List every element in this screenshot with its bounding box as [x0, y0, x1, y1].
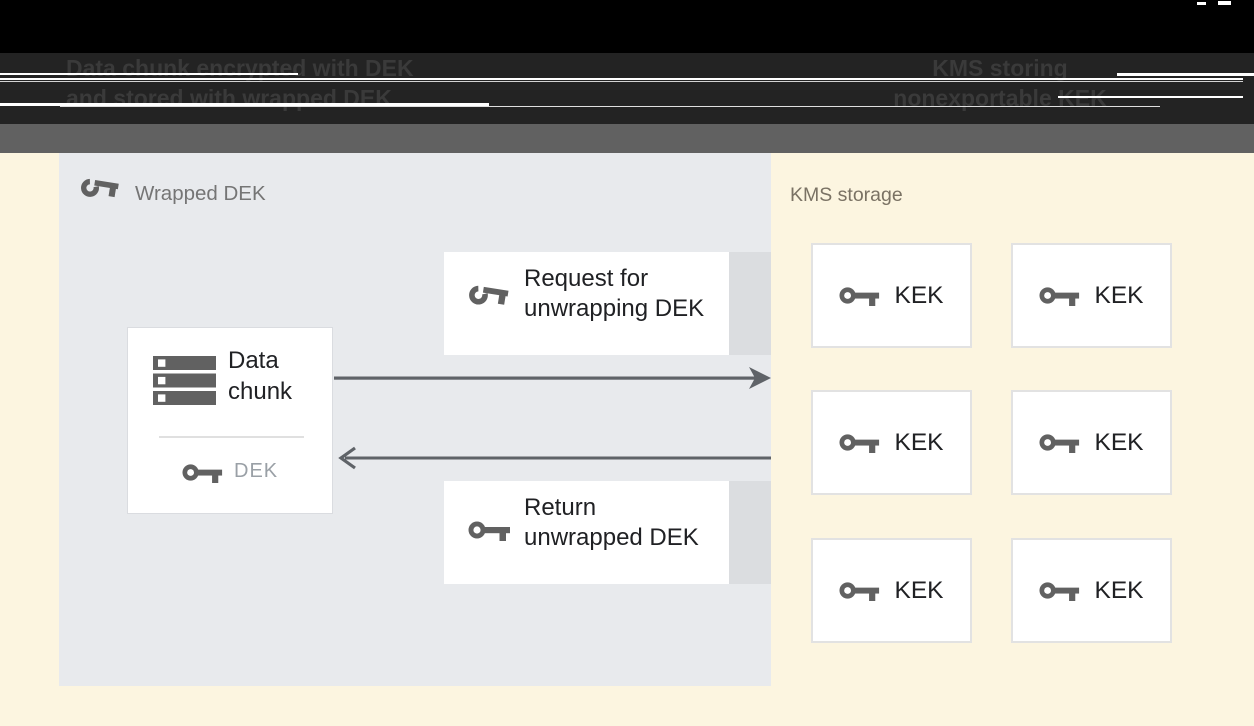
- key-icon: [1039, 434, 1080, 453]
- artifact-line: [60, 105, 1160, 107]
- data-chunk-title-line1: Data: [228, 347, 279, 374]
- caption-data-chunk: Data chunk encrypted with DEK and stored…: [66, 53, 414, 113]
- caption-data-chunk-line2: and stored with wrapped DEK: [66, 85, 392, 111]
- request-arrow: [334, 367, 771, 389]
- kek-box: KEK: [1011, 243, 1172, 348]
- kek-label: KEK: [1094, 576, 1144, 604]
- data-chunk-title: Data chunk: [228, 345, 292, 407]
- data-chunk-box: Data chunk DEK: [127, 327, 333, 514]
- artifact-line: [0, 72, 298, 75]
- key-icon: [1039, 582, 1080, 601]
- artifact-line: [1058, 96, 1243, 98]
- header-gray-band: [0, 124, 1254, 153]
- artifact-speck: [1197, 2, 1206, 5]
- kek-label: KEK: [894, 576, 944, 604]
- kek-box: KEK: [811, 390, 972, 495]
- artifact-line: [0, 78, 1243, 80]
- header-top-strip: [0, 0, 1254, 53]
- request-unwrap-box: Request for unwrapping DEK: [444, 252, 729, 355]
- kek-box: KEK: [1011, 390, 1172, 495]
- key-icon: [468, 521, 510, 541]
- kek-label: KEK: [894, 428, 944, 456]
- return-unwrap-box: Return unwrapped DEK: [444, 481, 729, 584]
- artifact-line: [1117, 73, 1254, 76]
- caption-data-chunk-line1: Data chunk encrypted with DEK: [66, 55, 414, 81]
- artifact-speck: [1218, 1, 1231, 5]
- wrapped-dek-label-row: Wrapped DEK: [80, 176, 266, 211]
- wrapped-dek-label: Wrapped DEK: [135, 181, 266, 205]
- caption-kms-line1: KMS storing: [932, 55, 1068, 81]
- request-box-edge-strip: [729, 252, 771, 355]
- header-caption-band: Data chunk encrypted with DEK and stored…: [0, 53, 1254, 124]
- dek-key-icon: [182, 464, 223, 483]
- return-box-edge-strip: [729, 481, 771, 584]
- data-chunk-title-line2: chunk: [228, 378, 293, 405]
- kek-box: KEK: [811, 538, 972, 643]
- return-unwrap-line1: Return: [524, 494, 597, 521]
- key-icon: [839, 287, 880, 306]
- request-unwrap-text: Request for unwrapping DEK: [524, 264, 704, 323]
- kek-label: KEK: [1094, 281, 1144, 309]
- kms-storage-label: KMS storage: [790, 184, 903, 206]
- key-icon: [1039, 287, 1080, 306]
- return-arrow: [338, 446, 771, 470]
- wrapped-key-icon: [469, 285, 509, 305]
- kek-box: KEK: [811, 243, 972, 348]
- return-unwrap-line2: unwrapped DEK: [524, 523, 699, 551]
- kek-label: KEK: [1094, 428, 1144, 456]
- request-unwrap-line1: Request for: [524, 265, 649, 292]
- return-unwrap-text: Return unwrapped DEK: [524, 493, 699, 552]
- key-icon: [839, 434, 880, 453]
- kek-box: KEK: [1011, 538, 1172, 643]
- divider: [159, 436, 304, 438]
- wrapped-key-icon: [81, 178, 119, 198]
- caption-kms: KMS storing nonexportable KEK: [850, 53, 1150, 113]
- data-chunk-icon: [153, 356, 216, 405]
- key-icon: [839, 582, 880, 601]
- artifact-line: [0, 80, 1243, 82]
- dek-label: DEK: [234, 460, 279, 482]
- request-unwrap-line2: unwrapping DEK: [524, 294, 705, 322]
- caption-kms-line2: nonexportable KEK: [893, 85, 1107, 111]
- artifact-line: [0, 103, 489, 106]
- kek-label: KEK: [894, 281, 944, 309]
